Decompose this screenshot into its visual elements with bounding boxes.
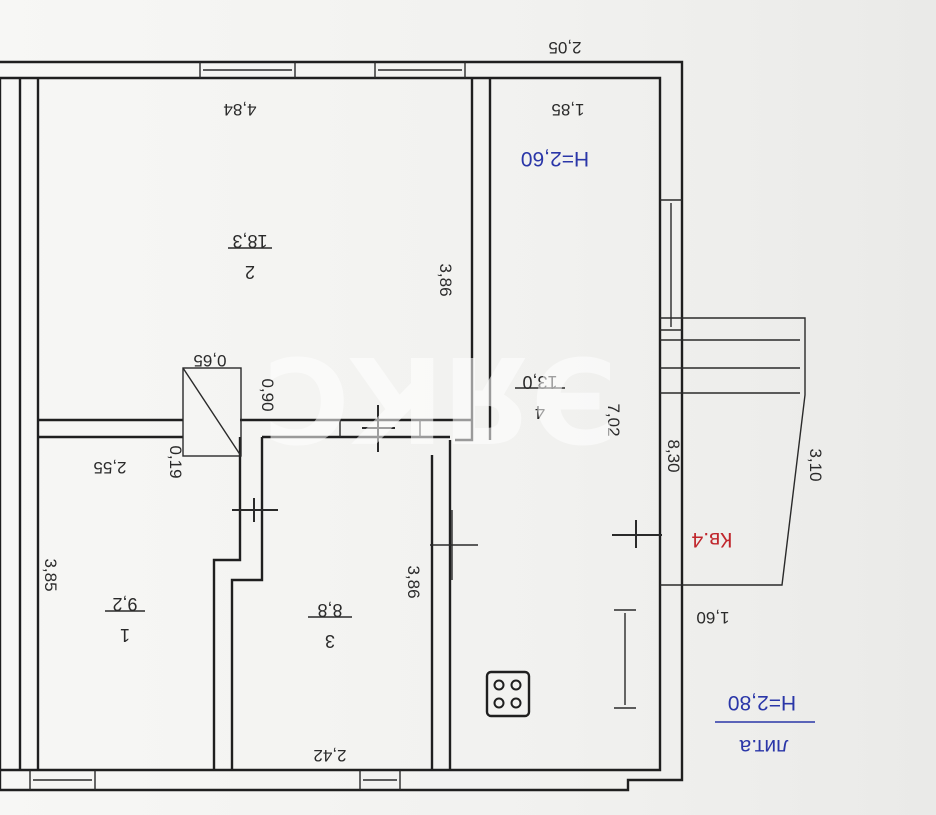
dim-top-outer: 2,05 (548, 38, 581, 57)
chimney-diagonal (182, 367, 242, 457)
room2-area: 18,3 (232, 231, 267, 251)
dim-room3-width: 2,42 (313, 746, 346, 765)
room3-number: 3 (325, 631, 335, 651)
dim-chimney-height: 0,90 (258, 378, 277, 411)
porch (660, 317, 806, 586)
wall-room2-room4 (455, 78, 492, 442)
dim-porch-width: 1,60 (696, 608, 729, 627)
dim-room2-height: 3,86 (436, 263, 455, 296)
room1-area: 9,2 (112, 594, 137, 614)
door-markers (232, 405, 662, 580)
dim-room1-height: 3,85 (41, 558, 60, 591)
chimney-block (182, 367, 242, 457)
dim-chimney-offset: 0,19 (166, 445, 185, 478)
ceiling-height-lower: H=2,80 (728, 691, 796, 714)
apartment-label: Кв.4 (691, 528, 732, 551)
outer-wall-top-inner (0, 76, 662, 330)
wall-room1-room3 (212, 437, 264, 770)
wall-horizontal (38, 418, 472, 439)
room2-number: 2 (245, 262, 255, 282)
wall-left (18, 78, 40, 770)
room4-area: 13,0 (522, 372, 557, 392)
ceiling-height-upper: H=2,60 (521, 147, 589, 170)
dim-room1-width: 2,55 (93, 458, 126, 477)
labels: 2,05 1,85 4,84 H=2,60 18,3 2 3,86 0,65 0… (41, 38, 825, 765)
wall-room3-room4 (430, 440, 452, 770)
room4-number: 4 (535, 402, 545, 422)
dim-room2-width: 4,84 (223, 100, 256, 119)
watermark-logo: ЭЯКС (265, 330, 618, 468)
dim-top-inner: 1,85 (551, 100, 584, 119)
room1-number: 1 (120, 625, 130, 645)
dim-room3-height: 3,86 (404, 565, 423, 598)
litera-label: лит.а (739, 735, 788, 758)
outer-wall-top (0, 60, 684, 330)
outer-wall-right-bottom (0, 560, 684, 792)
dim-chimney-width: 0,65 (193, 351, 226, 370)
room3-area: 8,8 (317, 600, 342, 620)
outer-wall-inner-bottom (0, 560, 662, 772)
dim-overall-height: 8,30 (664, 439, 683, 472)
stove-icon (485, 670, 531, 718)
dim-room4-height: 7,02 (604, 403, 623, 436)
windows (29, 62, 682, 790)
dim-porch-length: 3,10 (806, 448, 825, 481)
